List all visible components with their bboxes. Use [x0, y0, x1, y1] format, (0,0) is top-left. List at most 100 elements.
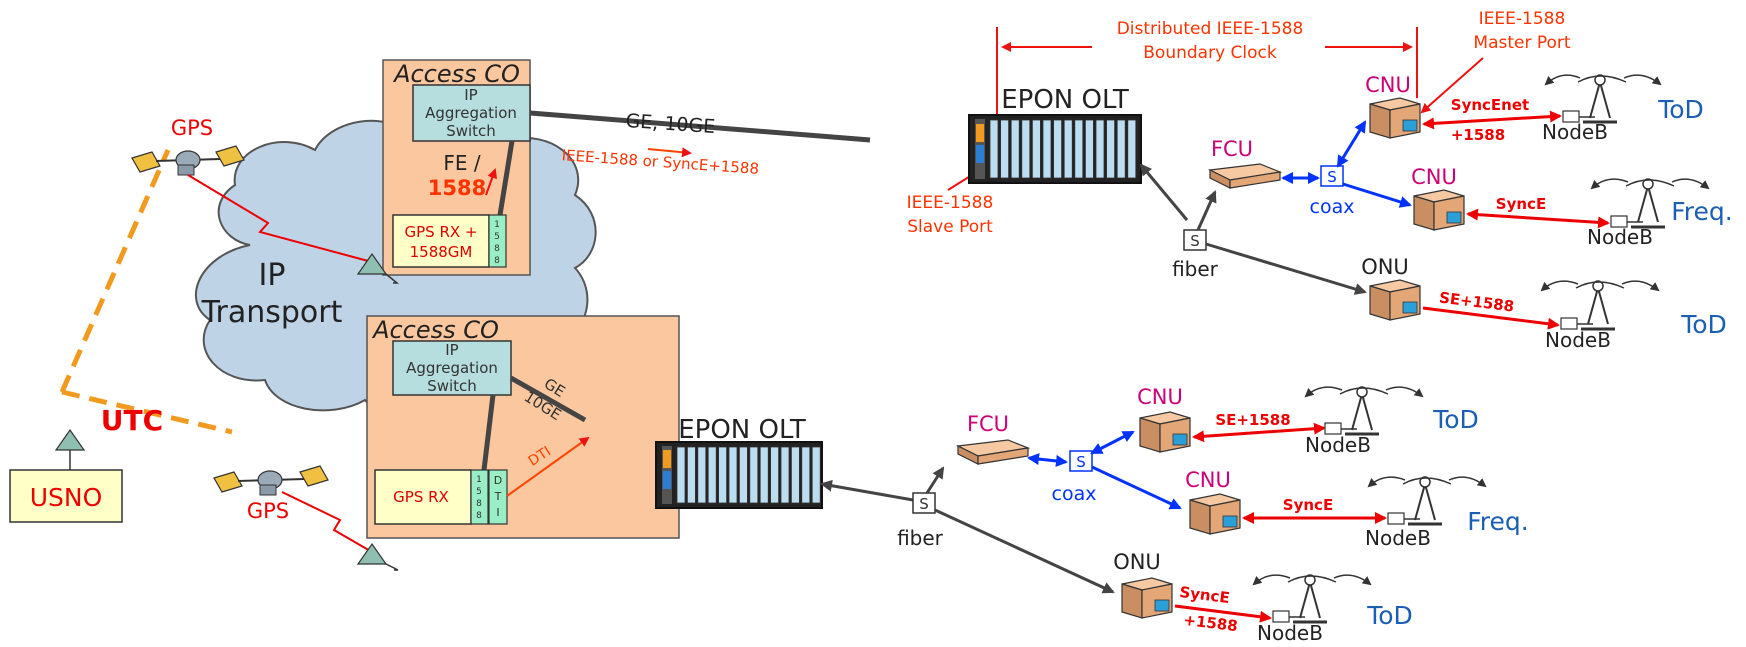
top-tod2-label: ToD	[1680, 310, 1727, 339]
top-fiber-label: fiber	[1172, 257, 1219, 281]
satellite-top-icon	[131, 145, 245, 176]
top-cnu2-device	[1413, 189, 1465, 231]
bottom-olt-slot	[770, 446, 779, 504]
top-gps-rx-line1: GPS RX +	[405, 223, 478, 241]
utc-label: UTC	[101, 404, 163, 437]
bottom-olt-slot	[780, 446, 790, 504]
utc-links	[59, 148, 233, 435]
bottom-epon-olt: EPON OLT	[655, 415, 823, 509]
top-freq-label: Freq.	[1671, 197, 1733, 226]
top-nodeb3-label: NodeB	[1545, 328, 1611, 352]
top-pcb-digit-3: 8	[494, 256, 500, 266]
bottom-coax-label: coax	[1052, 483, 1097, 505]
usno-label: USNO	[30, 483, 103, 512]
top-gps-rx-line2: 1588GM	[410, 243, 473, 261]
bottom-nodeb3	[1252, 574, 1372, 624]
bottom-olt-slot	[749, 446, 759, 504]
bottom-fiber-label: fiber	[897, 526, 944, 550]
top-pcb-digit-0: 1	[494, 220, 500, 230]
top-olt-slot	[1116, 119, 1126, 179]
bottom-olt-slot	[718, 446, 727, 504]
bottom-fiber-splitter-s: S	[919, 495, 929, 513]
bottom-olt-slot	[707, 446, 717, 504]
top-fiber-splitter	[1183, 229, 1207, 251]
bottom-cnu2-label: CNU	[1185, 468, 1231, 492]
usno-box: USNO	[9, 469, 123, 523]
bottom-onu-device	[1121, 577, 1173, 619]
top-tod1-label: ToD	[1657, 95, 1704, 124]
top-nodeb2-label: NodeB	[1587, 225, 1653, 249]
bottom-coax-splitter	[1069, 450, 1093, 472]
bottom-pcb-digit-0: 1	[476, 475, 482, 485]
bottom-olt-slot	[791, 446, 800, 504]
top-cnu1-link-1: SyncEnet	[1451, 96, 1529, 114]
top-cnu1-link-2: +1588	[1451, 126, 1505, 144]
top-access-network: S fiber FCU S coax CNU SyncEnet	[1139, 73, 1733, 352]
top-pcb-digit-2: 8	[494, 244, 500, 254]
top-cnu2-label: CNU	[1411, 165, 1457, 189]
bottom-pcb-digit-3: 8	[476, 511, 482, 521]
top-nodeb3	[1540, 280, 1660, 331]
slave-port-label-2: Slave Port	[907, 217, 993, 237]
bottom-olt-slot	[728, 446, 738, 504]
bottom-tod2-label: ToD	[1366, 601, 1413, 630]
bottom-dti-card	[488, 469, 508, 525]
top-olt-label: EPON OLT	[1001, 85, 1129, 115]
bottom-cnu2-device	[1189, 493, 1241, 535]
top-fe-label: FE /	[443, 151, 480, 175]
bottom-tod1-label: ToD	[1432, 405, 1479, 434]
top-cnu2-link: SyncE	[1496, 195, 1546, 213]
top-olt-slot	[1000, 119, 1009, 179]
top-fe-1588: 1588	[428, 176, 486, 200]
bottom-pcb-digit-1: 5	[476, 487, 482, 497]
satellite-bottom-icon	[213, 465, 329, 496]
top-fiber-splitter-s: S	[1190, 232, 1200, 250]
bottom-dti-letter-0: D	[494, 474, 502, 487]
bottom-dti-letter-2: I	[496, 506, 499, 519]
top-olt-slot	[989, 119, 999, 179]
top-coax-label: coax	[1310, 196, 1355, 218]
bottom-switch-line1: IP	[445, 341, 458, 359]
top-olt-slot	[1085, 119, 1094, 179]
bottom-pcb-digit-2: 8	[476, 499, 482, 509]
top-cnu1-label: CNU	[1365, 73, 1411, 97]
bottom-cnu1-device	[1139, 411, 1191, 453]
bottom-aggregation-switch	[392, 340, 512, 396]
top-fcu-label: FCU	[1211, 137, 1253, 161]
top-olt-slot	[1032, 119, 1041, 179]
top-epon-olt: EPON OLT	[968, 85, 1142, 184]
bottom-fcu-label: FCU	[967, 412, 1009, 436]
boundary-clock-title-1: Distributed IEEE-1588	[1117, 19, 1304, 39]
cloud-label-transport: Transport	[201, 295, 343, 330]
top-olt-slot	[1127, 119, 1137, 179]
top-olt-slot	[1053, 119, 1062, 179]
top-coax-splitter-s: S	[1327, 168, 1337, 186]
top-access-co: Access CO IP Aggregation Switch FE / 158…	[382, 59, 531, 276]
gps-bottom: GPS	[213, 465, 373, 553]
bottom-nodeb1-label: NodeB	[1305, 433, 1371, 457]
bottom-olt-slot	[676, 446, 686, 504]
top-olt-slot	[1074, 119, 1084, 179]
slave-port-label-1: IEEE-1588	[907, 193, 994, 213]
bottom-freq-label: Freq.	[1467, 507, 1529, 536]
bottom-onu-label: ONU	[1113, 550, 1161, 574]
bottom-switch-line3: Switch	[427, 377, 477, 395]
bottom-cnu1-link: SE+1588	[1215, 411, 1290, 429]
cloud-label-ip: IP	[259, 258, 286, 293]
boundary-clock-title-2: Boundary Clock	[1143, 43, 1277, 63]
bottom-nodeb2	[1367, 476, 1487, 526]
top-olt-slot	[1106, 119, 1115, 179]
top-fcu-device	[1207, 163, 1283, 189]
bottom-nodeb3-label: NodeB	[1257, 621, 1323, 645]
gps-top-label: GPS	[171, 116, 213, 140]
bottom-gps-rx	[374, 469, 472, 525]
master-port-label-1: IEEE-1588	[1479, 9, 1566, 29]
top-olt-slot	[1095, 119, 1105, 179]
bottom-gps-antenna-icon	[356, 542, 399, 571]
top-olt-slot	[1042, 119, 1052, 179]
top-nodeb2	[1590, 178, 1710, 229]
bottom-dti-letter-1: T	[494, 490, 502, 503]
bottom-olt-slot	[697, 446, 707, 504]
bottom-cnu2-link: SyncE	[1283, 496, 1333, 514]
